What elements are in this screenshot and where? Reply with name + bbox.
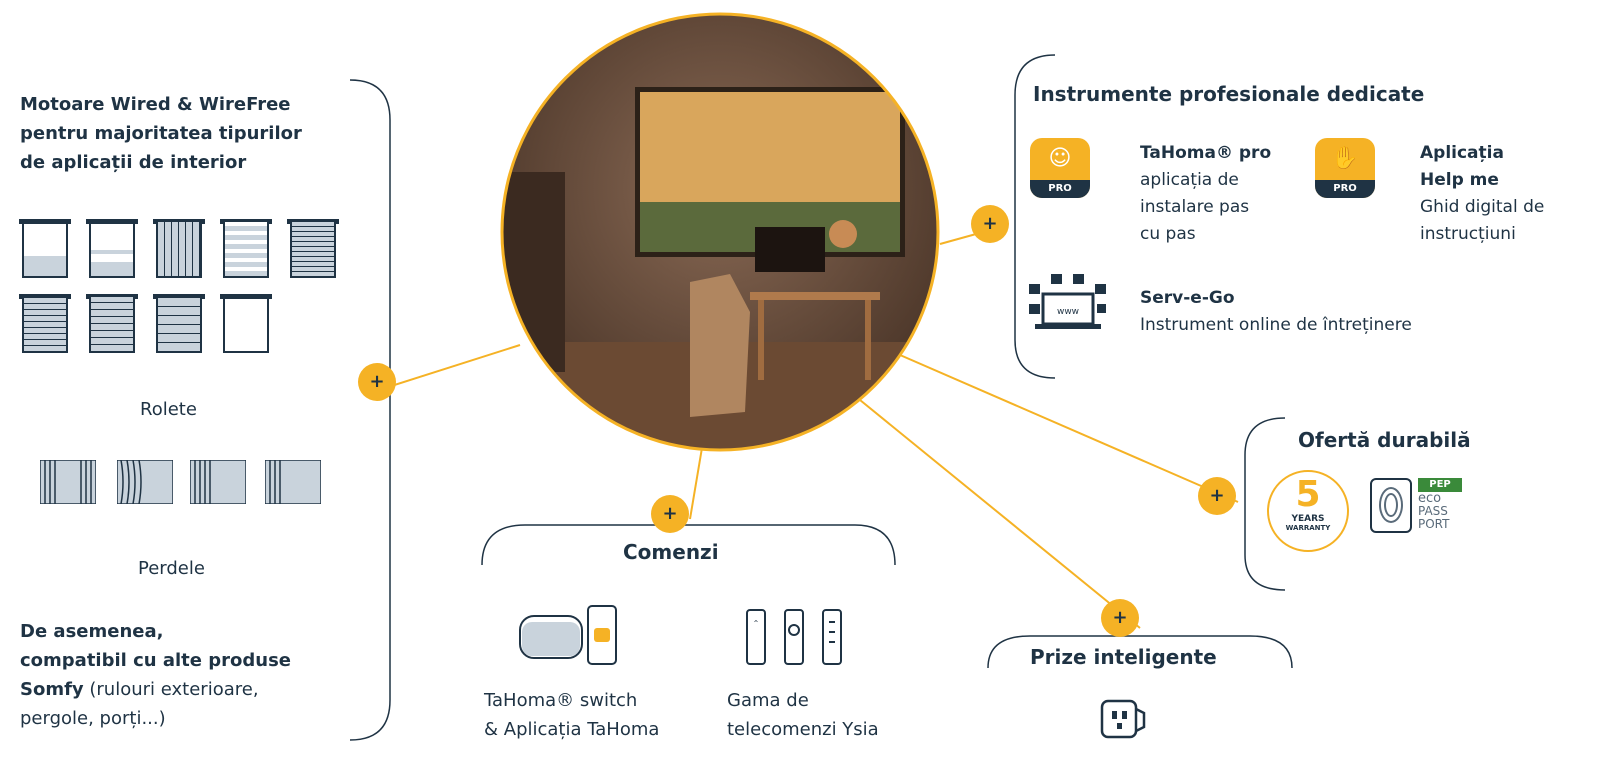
installer-icon: ☺ xyxy=(1048,146,1072,171)
serv-e-go-text: Serv-e-Go Instrument online de întreține… xyxy=(1140,285,1412,339)
plus-marker-professional[interactable]: + xyxy=(971,205,1009,243)
tahoma-switch-line1: TaHoma® switch xyxy=(484,690,638,711)
ysia-remotes-icon[interactable]: ⌃ xyxy=(745,608,845,668)
single-curtain-icon xyxy=(265,460,321,504)
smart-plug-icon[interactable] xyxy=(1098,693,1146,743)
perdele-label: Perdele xyxy=(138,558,205,579)
warranty-word: WARRANTY xyxy=(1285,524,1331,532)
plus-marker-controls[interactable]: + xyxy=(651,495,689,533)
pass-label: PASS xyxy=(1418,504,1448,518)
side-curtain-icon xyxy=(190,460,246,504)
tahoma-pro-desc2: instalare pas xyxy=(1140,197,1250,217)
striped-blind-icon xyxy=(220,219,272,278)
warranty-years: YEARS xyxy=(1291,514,1325,524)
ysia-text: Gama de telecomenzi Ysia xyxy=(727,686,879,744)
svg-text:⌃: ⌃ xyxy=(753,619,760,628)
rolete-label: Rolete xyxy=(140,399,197,420)
pro-badge: PRO xyxy=(1030,180,1090,198)
plus-marker-plugs[interactable]: + xyxy=(1101,599,1139,637)
roman-blind-icon xyxy=(153,294,205,353)
help-me-desc2: instrucțiuni xyxy=(1420,224,1516,244)
warranty-seal: 5 YEARS WARRANTY xyxy=(1267,470,1349,552)
roller-blind-icon xyxy=(19,219,71,278)
left-heading: Motoare Wired & WireFree pentru majorita… xyxy=(20,90,302,177)
wave-curtain-icon xyxy=(117,460,173,504)
left-heading-line1: Motoare Wired & WireFree xyxy=(20,94,291,115)
also-line3-rest: (rulouri exterioare, xyxy=(83,679,259,700)
plus-marker-sustainable[interactable]: + xyxy=(1198,477,1236,515)
plus-marker-left[interactable]: + xyxy=(358,363,396,401)
tahoma-pro-desc1: aplicația de xyxy=(1140,170,1239,190)
tahoma-pro-desc3: cu pas xyxy=(1140,224,1196,244)
also-line1: De asemenea, xyxy=(20,621,164,642)
professional-title: Instrumente profesionale dedicate xyxy=(1033,82,1425,106)
left-also-text: De asemenea, compatibil cu alte produse … xyxy=(20,617,291,733)
help-me-app-icon[interactable]: ✋ PRO xyxy=(1315,138,1375,198)
serv-e-go-desc: Instrument online de întreținere xyxy=(1140,315,1412,335)
pep-label: PEP xyxy=(1418,478,1462,492)
eco-label: eco xyxy=(1418,491,1442,506)
tahoma-switch-text: TaHoma® switch & Aplicația TaHoma xyxy=(484,686,659,744)
pep-ecopassport-logo: PEP eco PASS PORT xyxy=(1418,478,1478,531)
port-label: PORT xyxy=(1418,517,1450,531)
somfy-word: Somfy xyxy=(20,679,84,700)
grid-blind-icon xyxy=(153,219,205,278)
ysia-line2: telecomenzi Ysia xyxy=(727,719,879,740)
help-me-title2: Help me xyxy=(1420,170,1499,190)
curtain-icon xyxy=(40,460,96,504)
also-line4: pergole, porți...) xyxy=(20,708,166,729)
serv-e-go-title: Serv-e-Go xyxy=(1140,288,1235,308)
help-me-text: Aplicația Help me Ghid digital de instru… xyxy=(1420,140,1544,248)
tahoma-pro-app-icon[interactable]: ☺ PRO xyxy=(1030,138,1090,198)
double-roller-blind-icon xyxy=(86,219,138,278)
controls-title: Comenzi xyxy=(623,540,719,564)
venetian-blind-icon xyxy=(287,219,339,278)
tahoma-pro-title: TaHoma® pro xyxy=(1140,143,1272,163)
fingerprint-icon xyxy=(1370,478,1412,533)
serv-e-go-laptop-icon[interactable]: www xyxy=(1025,272,1110,334)
hand-tool-icon: ✋ xyxy=(1331,146,1359,171)
tahoma-pro-text: TaHoma® pro aplicația de instalare pas c… xyxy=(1140,140,1271,248)
help-me-title1: Aplicația xyxy=(1420,143,1504,163)
help-me-desc1: Ghid digital de xyxy=(1420,197,1545,217)
sustainable-title: Ofertă durabilă xyxy=(1298,428,1471,452)
plugs-title: Prize inteligente xyxy=(1030,645,1217,669)
left-heading-line2: pentru majoritatea tipurilor xyxy=(20,123,302,144)
also-line2: compatibil cu alte produse xyxy=(20,650,291,671)
tahoma-switch-icon[interactable] xyxy=(518,604,638,670)
cellular-blind-icon xyxy=(86,294,138,353)
sheer-blind-icon xyxy=(220,294,272,353)
room-photo xyxy=(500,12,940,452)
also-line3: Somfy (rulouri exterioare, xyxy=(20,675,291,704)
left-heading-line3: de aplicații de interior xyxy=(20,152,247,173)
pro-badge-2: PRO xyxy=(1315,180,1375,198)
ysia-line1: Gama de xyxy=(727,690,809,711)
pleated-blind-icon xyxy=(19,294,71,353)
warranty-number: 5 xyxy=(1295,474,1321,515)
tahoma-switch-line2: & Aplicația TaHoma xyxy=(484,719,660,740)
www-label: www xyxy=(1057,307,1079,317)
